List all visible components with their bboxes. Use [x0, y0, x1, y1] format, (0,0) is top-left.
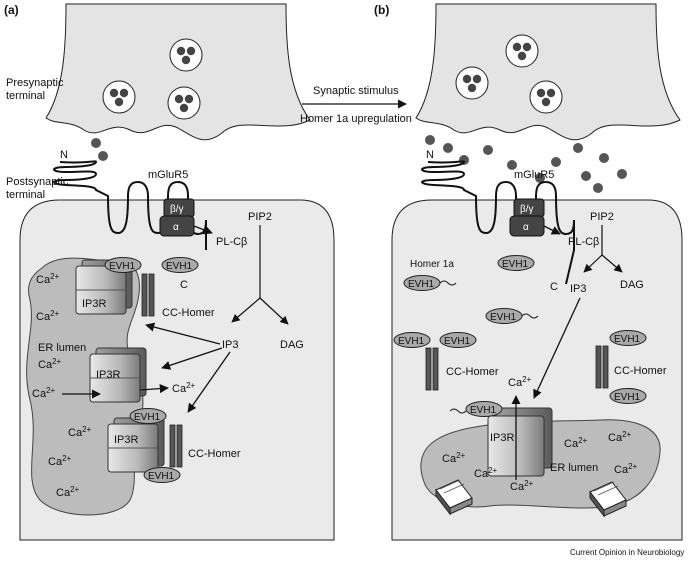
alpha-label: α	[173, 222, 179, 233]
evh1-label: EVH1	[490, 312, 517, 323]
mglur5-label: mGluR5	[148, 169, 188, 181]
evh1-label: EVH1	[408, 279, 435, 290]
ip3r-label: IP3R	[114, 434, 139, 446]
homer1a-upregulation-label: Homer 1a upregulation	[300, 113, 412, 125]
mglur5-label: mGluR5	[514, 169, 554, 181]
svg-text:Ca2+: Ca2+	[508, 375, 532, 389]
evh1-label: EVH1	[134, 412, 161, 423]
cc-homer-label: CC-Homer	[188, 448, 241, 460]
vesicle	[529, 80, 563, 114]
n-terminal-label: N	[60, 149, 68, 161]
plcb-label: PL-Cβ	[216, 236, 247, 248]
ca-labels-a: Ca2+ Ca2+ ER lumen Ca2+ Ca2+ Ca2+ Ca2+ C…	[32, 272, 196, 499]
c-terminal-label: C	[550, 281, 558, 293]
panel-a-tag: (a)	[4, 3, 19, 17]
ca-labels-b: Ca2+ Ca2+ Ca2+ Ca2+ ER lumen Ca2+ Ca2+	[442, 430, 638, 493]
ip3r-label: IP3R	[96, 369, 121, 381]
presynaptic-label-2: terminal	[6, 90, 45, 102]
vesicle	[505, 34, 539, 68]
pip2-label: PIP2	[590, 211, 614, 223]
svg-text:Ca2+: Ca2+	[564, 436, 588, 450]
transition: Synaptic stimulus Homer 1a upregulation	[300, 85, 412, 125]
homer1a-label: Homer 1a	[410, 259, 454, 270]
mglur5-receptor-a	[53, 160, 207, 250]
evh1-label: EVH1	[398, 336, 425, 347]
dag-label-b: DAG	[620, 279, 644, 291]
vesicle	[169, 38, 203, 72]
alpha-label: α	[523, 222, 529, 233]
evh1-label: EVH1	[444, 336, 471, 347]
svg-text:Ca2+: Ca2+	[48, 454, 72, 468]
panel-a: (a) Presynaptic terminal Postsynaptic te…	[4, 3, 335, 541]
presynaptic-terminal-a	[45, 3, 311, 141]
svg-text:Ca2+: Ca2+	[608, 430, 632, 444]
panel-b: (b) N mGluR5 β/γ α PL-Cβ PIP2 IP3 DAG Ho…	[374, 3, 683, 541]
ip3r-label: IP3R	[490, 432, 515, 444]
svg-text:Ca2+: Ca2+	[68, 425, 92, 439]
plcb-label: PL-Cβ	[568, 236, 599, 248]
ip3-label-a: IP3	[222, 339, 239, 351]
er-lumen-label: ER lumen	[550, 462, 598, 474]
released-glutamate	[425, 135, 627, 193]
dag-label-a: DAG	[280, 339, 304, 351]
svg-text:Ca2+: Ca2+	[36, 309, 60, 323]
ip3r-label: IP3R	[82, 298, 107, 310]
svg-text:Ca2+: Ca2+	[474, 466, 498, 480]
evh1-label: EVH1	[502, 259, 529, 270]
presynaptic-label-1: Presynaptic	[6, 77, 64, 89]
svg-text:Ca2+: Ca2+	[172, 381, 196, 395]
synaptic-stimulus-label: Synaptic stimulus	[313, 85, 399, 97]
vesicle	[455, 66, 489, 100]
pip2-label: PIP2	[248, 211, 272, 223]
svg-text:Ca2+: Ca2+	[32, 386, 56, 400]
svg-text:Ca2+: Ca2+	[36, 272, 60, 286]
svg-text:Ca2+: Ca2+	[614, 462, 638, 476]
n-terminal-label: N	[426, 149, 434, 161]
evh1-label: EVH1	[148, 471, 175, 482]
ip3-label-b: IP3	[570, 283, 587, 295]
beta-gamma-label: β/γ	[170, 204, 184, 215]
c-terminal-label: C	[180, 279, 188, 291]
vesicle	[102, 80, 136, 114]
beta-gamma-label: β/γ	[520, 204, 534, 215]
evh1-label: EVH1	[614, 334, 641, 345]
postsynaptic-label-2: terminal	[6, 189, 45, 201]
vesicle	[167, 86, 201, 120]
svg-text:Ca2+: Ca2+	[510, 479, 534, 493]
mglur5-receptor-b	[421, 160, 575, 285]
er-lumen-label: ER lumen	[38, 342, 86, 354]
panel-b-tag: (b)	[374, 3, 389, 17]
evh1-label: EVH1	[166, 261, 193, 272]
cc-homer-label: CC-Homer	[446, 366, 499, 378]
evh1-label: EVH1	[470, 405, 497, 416]
svg-text:Ca2+: Ca2+	[56, 485, 80, 499]
evh1-label: EVH1	[109, 261, 136, 272]
cc-homer-label: CC-Homer	[162, 307, 215, 319]
svg-text:Ca2+: Ca2+	[442, 451, 466, 465]
evh1-label: EVH1	[614, 392, 641, 403]
presynaptic-terminal-b	[415, 3, 681, 141]
cc-homer-label: CC-Homer	[614, 365, 667, 377]
svg-text:Ca2+: Ca2+	[38, 357, 62, 371]
postsynaptic-label-1: Postsynaptic	[6, 176, 69, 188]
credit-line: Current Opinion in Neurobiology	[570, 548, 684, 557]
